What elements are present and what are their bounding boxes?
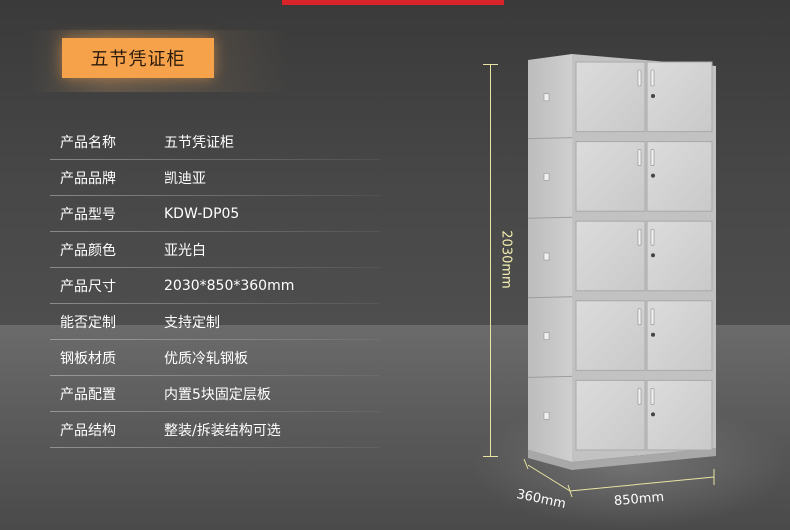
spec-row: 产品尺寸 2030*850*360mm — [50, 268, 380, 304]
spec-row: 产品结构 整装/拆装结构可选 — [50, 412, 380, 448]
top-accent-bar — [282, 0, 504, 5]
height-dimension-cap — [483, 456, 498, 457]
spec-value: 五节凭证柜 — [164, 135, 234, 151]
spec-label: 产品名称 — [60, 135, 116, 151]
spec-row: 产品配置 内置5块固定层板 — [50, 376, 380, 412]
lock-icon — [651, 94, 655, 98]
cabinet-door-left — [575, 300, 646, 371]
spec-row: 产品品牌 凯迪亚 — [50, 160, 380, 196]
spec-label: 产品尺寸 — [60, 279, 116, 295]
spec-label: 产品品牌 — [60, 171, 116, 187]
side-latch-icon — [543, 411, 550, 420]
height-dimension-cap — [483, 64, 498, 65]
cabinet-door-left — [575, 61, 646, 133]
spec-value: 优质冷轧钢板 — [164, 351, 248, 367]
side-latch-icon — [543, 252, 550, 261]
door-handle-icon — [637, 228, 642, 246]
side-latch-icon — [543, 173, 550, 181]
spec-row: 钢板材质 优质冷轧钢板 — [50, 340, 380, 376]
cabinet-illustration — [527, 54, 716, 470]
side-latch-icon — [543, 332, 550, 340]
spec-value: 支持定制 — [164, 315, 220, 331]
cabinet-door-right — [646, 379, 713, 451]
height-dimension-line — [490, 64, 491, 456]
depth-dimension-line — [527, 464, 571, 492]
cabinet-door-right — [646, 61, 713, 133]
cabinet-door-left — [575, 141, 646, 212]
cabinet-door-right — [646, 300, 713, 371]
spec-value: 凯迪亚 — [164, 171, 206, 187]
width-dimension-line — [569, 476, 715, 492]
spec-row: 产品名称 五节凭证柜 — [50, 124, 380, 160]
door-handle-icon — [637, 308, 642, 326]
door-handle-icon — [650, 69, 655, 87]
spec-value: KDW-DP05 — [164, 206, 240, 222]
lock-icon — [651, 173, 655, 178]
spec-row: 产品型号 KDW-DP05 — [50, 196, 380, 232]
cabinet-door-right — [646, 141, 713, 212]
spec-table: 产品名称 五节凭证柜 产品品牌 凯迪亚 产品型号 KDW-DP05 产品颜色 亚光白 产… — [50, 124, 380, 448]
product-title: 五节凭证柜 — [62, 38, 214, 78]
spec-row: 能否定制 支持定制 — [50, 304, 380, 340]
cabinet-door-left — [575, 220, 646, 292]
spec-label: 产品结构 — [60, 423, 116, 439]
lock-icon — [651, 332, 655, 337]
depth-dimension-cap — [523, 458, 529, 470]
cabinet-door-right — [646, 220, 713, 292]
lock-icon — [651, 412, 655, 417]
spec-label: 钢板材质 — [60, 351, 116, 367]
door-handle-icon — [637, 388, 642, 405]
cabinet-base — [528, 448, 716, 470]
spec-value: 2030*850*360mm — [164, 278, 295, 294]
cabinet-door-left — [575, 379, 646, 451]
door-handle-icon — [650, 308, 655, 326]
spec-label: 产品颜色 — [60, 243, 116, 259]
height-dimension-label: 2030mm — [498, 230, 514, 289]
lock-icon — [651, 253, 655, 258]
door-handle-icon — [637, 69, 642, 87]
spec-value: 内置5块固定层板 — [164, 387, 271, 403]
section-divider — [527, 296, 573, 299]
spec-row: 产品颜色 亚光白 — [50, 232, 380, 268]
door-handle-icon — [650, 149, 655, 166]
side-latch-icon — [543, 93, 550, 102]
spec-label: 产品配置 — [60, 387, 116, 403]
spec-label: 能否定制 — [60, 315, 116, 331]
base-dimensions — [523, 458, 715, 498]
section-divider — [527, 375, 573, 378]
door-handle-icon — [650, 388, 655, 405]
door-handle-icon — [650, 228, 655, 246]
section-divider — [527, 137, 573, 140]
spec-label: 产品型号 — [60, 207, 116, 223]
door-handle-icon — [637, 149, 642, 166]
cabinet-side — [528, 54, 572, 462]
spec-value: 亚光白 — [164, 243, 206, 259]
section-divider — [527, 216, 573, 219]
spec-value: 整装/拆装结构可选 — [164, 423, 281, 439]
